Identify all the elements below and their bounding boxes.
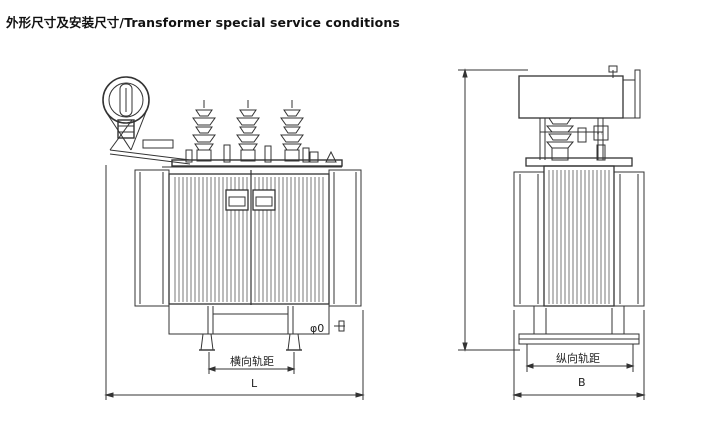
front-view: φ0 横向轨距 L: [102, 76, 365, 400]
length-dimension: [104, 165, 365, 400]
side-base: [533, 305, 625, 335]
horizontal-gauge-dimension: [207, 352, 296, 374]
length-label: L: [251, 377, 258, 390]
side-view: ◦◦: [458, 65, 646, 400]
conservator: [102, 76, 191, 165]
hv-bushing-1: [192, 100, 216, 162]
wheels: [199, 333, 302, 351]
gauge-symbol: φ0: [310, 322, 324, 335]
side-tank: [543, 165, 615, 307]
page-title: 外形尺寸及安装尺寸/Transformer special service co…: [6, 15, 400, 30]
lv-bushings: [185, 144, 337, 163]
cooling-fins: [174, 177, 324, 302]
side-fins: [548, 170, 610, 304]
width-label: B: [578, 376, 586, 389]
horizontal-gauge-label: 横向轨距: [230, 354, 274, 368]
svg-text:◦◦: ◦◦: [596, 130, 604, 138]
height-dimension: [458, 68, 528, 352]
side-radiator-left: [513, 171, 545, 307]
longitudinal-gauge-dimension: [525, 344, 635, 372]
tank-base: [168, 303, 330, 335]
longitudinal-gauge-label: 纵向轨距: [556, 351, 600, 365]
hv-bushing-2: [236, 100, 260, 162]
width-dimension: [512, 310, 646, 400]
tank-cover: [171, 159, 343, 167]
side-bushing: ◦◦: [545, 117, 609, 161]
side-conservator: [518, 65, 641, 160]
tank-body: [168, 173, 330, 305]
side-cover: [525, 157, 633, 167]
hv-bushing-3: [280, 100, 304, 162]
side-radiator-right: [613, 171, 645, 307]
